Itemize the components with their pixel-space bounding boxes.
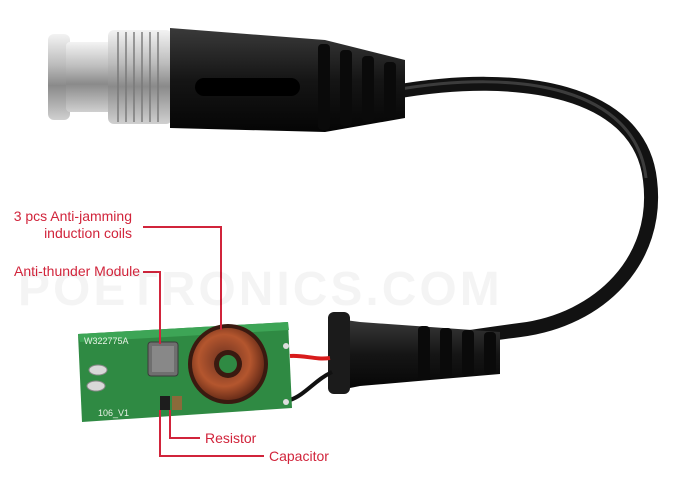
callout-induction-coils: 3 pcs Anti-jamming induction coils (14, 208, 132, 242)
strain-relief-boot-bottom (328, 312, 500, 394)
callout-coils-line2: induction coils (44, 225, 132, 241)
resistor (160, 396, 170, 410)
induction-coil (188, 324, 268, 404)
capacitor (172, 396, 182, 410)
callout-resistor: Resistor (205, 430, 257, 446)
bnc-connector-icon (48, 30, 172, 124)
callout-lines (143, 226, 264, 457)
watermark: POETRONICS.COM (18, 262, 658, 317)
pcb-board: W322775A 106_V1 (78, 322, 292, 422)
board-marking-top: W322775A (84, 336, 129, 346)
board-marking-bottom: 106_V1 (98, 408, 129, 418)
strain-relief-boot-top (170, 28, 405, 132)
callout-capacitor: Capacitor (269, 448, 329, 464)
callout-coils-line1: 3 pcs Anti-jamming (13, 208, 132, 224)
callout-anti-thunder-module: Anti-thunder Module (14, 263, 141, 279)
